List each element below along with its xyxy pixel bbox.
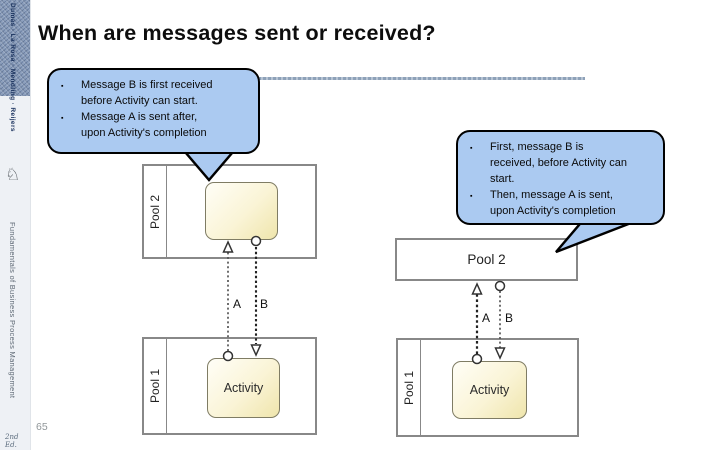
right-pool-1: Pool 1 [396,338,579,437]
authors-label: Dumas · La Rosa · Mendling · Reijers [9,3,16,132]
slide-title: When are messages sent or received? [38,21,436,45]
bullet-icon: ▪ [61,115,64,122]
decorative-rule-line [258,77,585,80]
right-callout-item-2: ▪ Then, message A is sent, upon Activity… [468,187,653,219]
sidebar-blue-band: Dumas · La Rosa · Mendling · Reijers [0,0,30,132]
bullet-icon: ▪ [470,193,473,200]
left-callout-item-2: ▪ Message A is sent after, upon Activity… [59,109,248,141]
right-flow-b-source-circle-icon [494,280,506,292]
left-pool-2-label: Pool 2 [148,194,162,229]
right-pool-1-label: Pool 1 [402,370,416,405]
right-flow-a-label: A [482,311,490,325]
left-pool-1-band: Pool 1 [144,339,167,433]
page-number: 65 [36,421,48,433]
left-flow-b-label: B [260,297,268,311]
right-flow-a-arrowhead-icon [471,282,483,295]
left-pool-1-label: Pool 1 [148,368,162,404]
right-callout-item-1: ▪ First, message B is received, before A… [468,139,653,187]
left-pool-2-band: Pool 2 [144,166,167,257]
right-callout-bubble: ▪ First, message B is received, before A… [456,130,665,225]
edition-label: 2nd Ed. [5,433,19,449]
bullet-icon: ▪ [470,145,473,152]
left-activity-label: Activity [223,381,264,395]
right-callout-text-2: Then, message A is sent, upon Activity's… [490,189,616,217]
left-activity-task: Activity [207,358,280,418]
left-callout-text-2: Message A is sent after, upon Activity's… [81,111,207,139]
right-flow-b-label: B [505,311,513,325]
left-pool-2-task [205,182,278,240]
left-callout-bubble: ▪ Message B is first received before Act… [47,68,260,154]
book-title-label: Fundamentals of Business Process Managem… [8,222,17,399]
knight-logo-icon: ♘ [5,165,21,185]
left-callout-item-1: ▪ Message B is first received before Act… [59,77,248,109]
right-pool-2-label: Pool 2 [467,252,506,267]
book-sidebar: Dumas · La Rosa · Mendling · Reijers ♘ F… [0,0,31,450]
left-callout-text-1: Message B is first received before Activ… [81,79,213,107]
right-pool-2: Pool 2 [395,238,578,281]
right-activity-label: Activity [469,383,510,397]
left-flow-a-label: A [233,297,241,311]
bullet-icon: ▪ [61,83,64,90]
right-pool-1-band: Pool 1 [398,340,421,435]
right-callout-text-1: First, message B is received, before Act… [490,141,627,185]
right-activity-task: Activity [452,361,527,419]
